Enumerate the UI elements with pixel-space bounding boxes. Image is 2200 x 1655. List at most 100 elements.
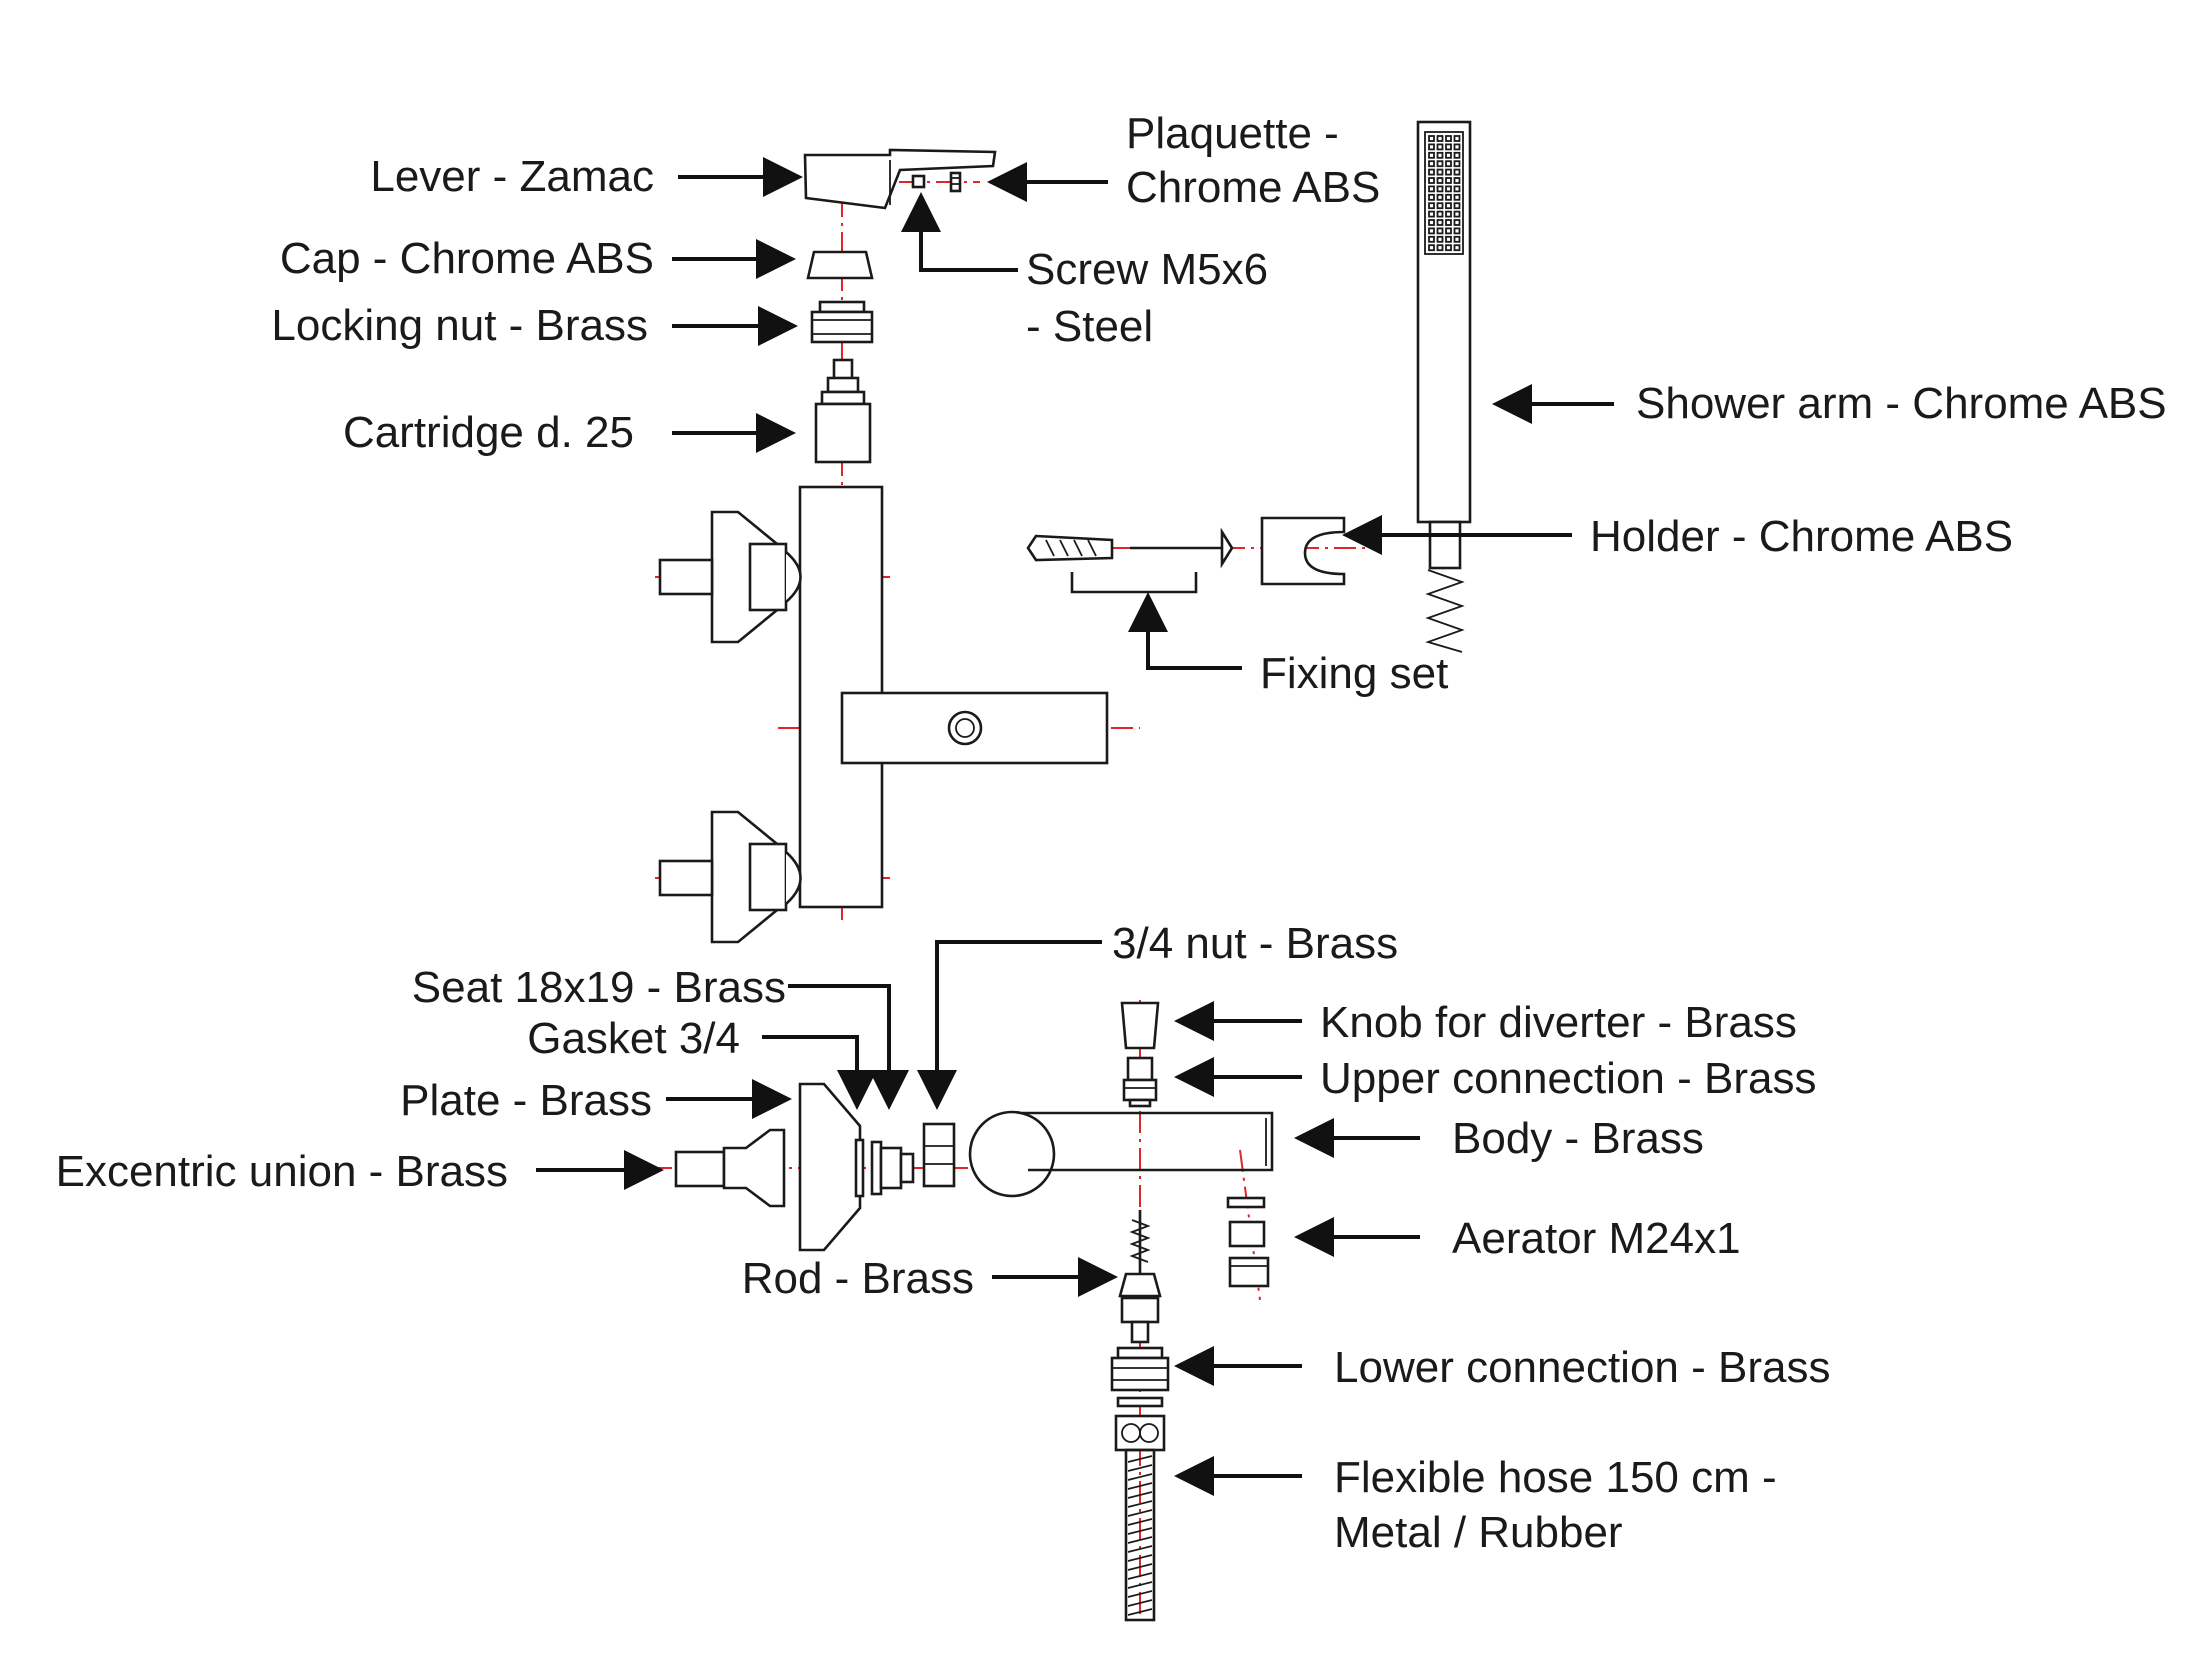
nozzle <box>1445 177 1452 184</box>
nozzle <box>1428 151 1435 159</box>
fixing-set-part <box>1026 527 1234 594</box>
mixer-body-part <box>658 485 1109 944</box>
nozzle <box>1453 135 1461 142</box>
shower-arm-part <box>1416 120 1472 653</box>
label-excentric-union: Excentric union - Brass <box>56 1147 508 1196</box>
nozzle <box>1445 210 1452 218</box>
lever-part <box>803 148 997 210</box>
nozzle <box>1453 151 1461 159</box>
label-hose-line2: Metal / Rubber <box>1334 1508 1623 1557</box>
nozzle <box>1436 244 1444 252</box>
nozzle <box>1445 235 1452 243</box>
label-screw-line1: Screw M5x6 <box>1026 245 1268 294</box>
label-lever: Lever - Zamac <box>370 152 654 201</box>
hose-coil <box>1127 1500 1153 1508</box>
nozzle <box>1453 160 1461 168</box>
cartridge-part <box>814 358 872 464</box>
nozzle <box>1428 244 1435 252</box>
label-seat: Seat 18x19 - Brass <box>412 963 786 1012</box>
hose-coil <box>1127 1563 1153 1571</box>
label-locking-nut: Locking nut - Brass <box>271 301 648 350</box>
hose-coil <box>1127 1527 1153 1535</box>
hose-coil <box>1127 1464 1153 1472</box>
nozzle <box>1453 219 1461 226</box>
nozzle <box>1428 202 1435 210</box>
label-screw-line2: - Steel <box>1026 302 1153 351</box>
nozzle <box>1445 135 1452 142</box>
hose-coil <box>1127 1572 1153 1580</box>
nozzle <box>1445 227 1452 235</box>
flexible-hose-part <box>1114 1414 1166 1622</box>
nozzle <box>1428 193 1435 201</box>
knob-diverter-part <box>1120 1001 1160 1050</box>
label-knob-diverter: Knob for diverter - Brass <box>1320 998 1797 1047</box>
label-body: Body - Brass <box>1452 1114 1704 1163</box>
nozzle <box>1445 168 1452 176</box>
nut-3-4-part <box>922 1122 956 1188</box>
hose-coil <box>1127 1590 1153 1598</box>
gasket-part <box>854 1138 865 1198</box>
hose-coil <box>1127 1473 1153 1481</box>
nozzle <box>1453 185 1461 193</box>
label-plate: Plate - Brass <box>400 1076 652 1125</box>
nozzle <box>1445 160 1452 168</box>
hose-coil <box>1127 1545 1153 1553</box>
nozzle <box>1445 219 1452 226</box>
nozzle <box>1445 143 1452 151</box>
label-fixing-set: Fixing set <box>1260 649 1448 698</box>
nozzle <box>1428 168 1435 176</box>
label-plaquette-line2: Chrome ABS <box>1126 163 1380 212</box>
nozzle <box>1445 185 1452 193</box>
nozzle <box>1436 235 1444 243</box>
label-aerator: Aerator M24x1 <box>1452 1214 1741 1263</box>
nozzle <box>1436 193 1444 201</box>
hose-coil <box>1127 1536 1153 1544</box>
hose-coil <box>1127 1518 1153 1526</box>
label-cap: Cap - Chrome ABS <box>280 234 654 283</box>
label-hose-line1: Flexible hose 150 cm - <box>1334 1453 1777 1502</box>
screw-part <box>949 171 962 193</box>
hose-coil <box>1127 1554 1153 1562</box>
nozzle <box>1428 160 1435 168</box>
nozzle <box>1428 227 1435 235</box>
nozzle <box>1428 235 1435 243</box>
hose-coil <box>1127 1455 1153 1463</box>
spout-body-part <box>968 1110 1274 1198</box>
holder-part <box>1260 516 1346 586</box>
nozzle <box>1428 185 1435 193</box>
nozzle <box>1436 185 1444 193</box>
label-rod: Rod - Brass <box>742 1254 974 1303</box>
nozzle <box>1436 143 1444 151</box>
label-cartridge: Cartridge d. 25 <box>343 408 634 457</box>
nozzle <box>1428 177 1435 184</box>
hose-coil <box>1127 1491 1153 1499</box>
label-gasket: Gasket 3/4 <box>527 1014 740 1063</box>
nozzle <box>1436 177 1444 184</box>
nozzle <box>1436 160 1444 168</box>
plate-part <box>798 1082 862 1252</box>
nozzle <box>1428 143 1435 151</box>
hose-coil <box>1127 1482 1153 1490</box>
nozzle <box>1445 202 1452 210</box>
cap-part <box>806 250 874 280</box>
nozzle <box>1453 227 1461 235</box>
nozzle <box>1453 143 1461 151</box>
lower-connection-part <box>1110 1346 1170 1408</box>
nozzle <box>1445 151 1452 159</box>
excentric-union-part <box>674 1128 786 1208</box>
nozzle <box>1453 193 1461 201</box>
nozzle <box>1428 219 1435 226</box>
hose-coil <box>1127 1608 1153 1616</box>
nozzle <box>1428 210 1435 218</box>
nozzle <box>1445 193 1452 201</box>
nozzle <box>1453 168 1461 176</box>
label-nut-3-4: 3/4 nut - Brass <box>1112 919 1398 968</box>
leader-arrows <box>536 157 1614 1496</box>
label-plaquette-line1: Plaquette - <box>1126 109 1339 158</box>
plaquette-part <box>911 174 926 189</box>
nozzle <box>1436 219 1444 226</box>
nozzle <box>1436 135 1444 142</box>
hose-coil <box>1127 1599 1153 1607</box>
